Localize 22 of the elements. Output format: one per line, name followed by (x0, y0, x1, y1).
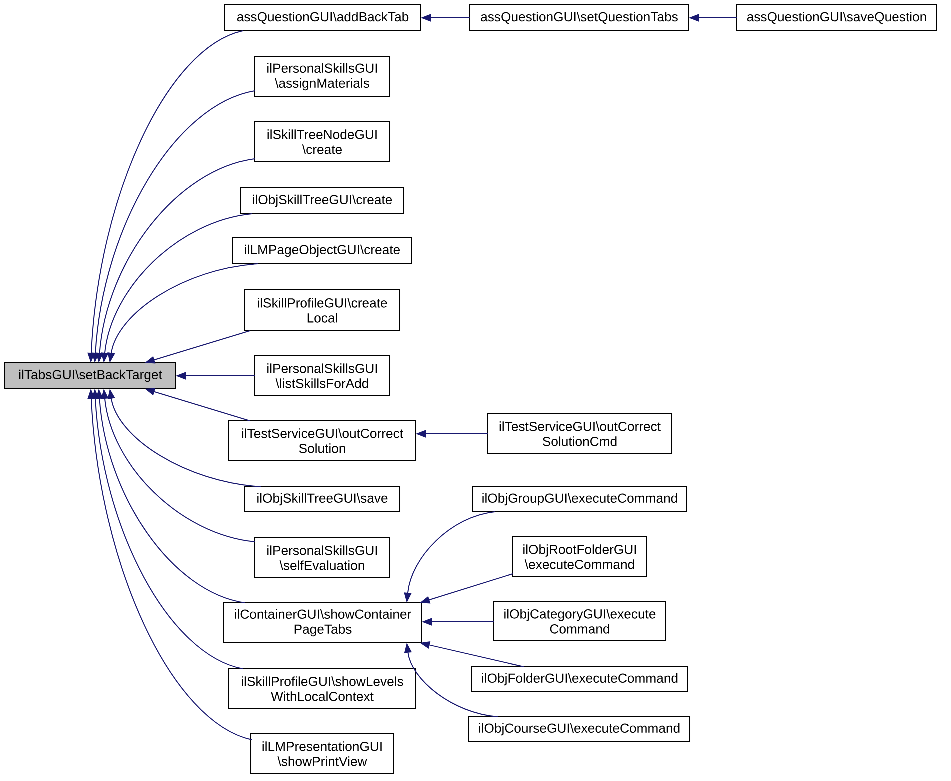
function-box: ilObjFolderGUI\executeCommand (472, 666, 688, 692)
function-box: ilPersonalSkillsGUI \listSkillsForAdd (254, 356, 390, 396)
function-box: assQuestionGUI\addBackTab (224, 4, 422, 32)
function-box: ilLMPresentationGUI \showPrintView (250, 734, 394, 774)
function-box: ilObjSkillTreeGUI\create (240, 188, 404, 214)
function-box: ilSkillProfileGUI\create Local (244, 290, 400, 332)
function-box: assQuestionGUI\setQuestionTabs (470, 4, 690, 32)
function-box: ilTestServiceGUI\outCorrect Solution (228, 420, 416, 462)
function-box: ilSkillProfileGUI\showLevels WithLocalContext (228, 668, 416, 710)
function-box: ilObjRootFolderGUI \executeCommand (512, 536, 648, 578)
highlighted-function-box: ilTabsGUI\setBackTarget (4, 362, 176, 390)
function-box: ilSkillTreeNodeGUI \create (254, 122, 390, 162)
function-box: ilPersonalSkillsGUI \assignMaterials (254, 56, 390, 98)
function-box: ilLMPageObjectGUI\create (232, 238, 412, 264)
function-box: ilObjGroupGUI\executeCommand (472, 486, 688, 512)
function-box: ilObjCourseGUI\executeCommand (468, 716, 690, 742)
function-box: ilTestServiceGUI\outCorrect SolutionCmd (488, 414, 672, 454)
function-box: ilObjSkillTreeGUI\save (244, 486, 400, 512)
function-box: ilPersonalSkillsGUI \selfEvaluation (254, 538, 390, 578)
function-box: ilContainerGUI\showContainer PageTabs (224, 602, 422, 644)
function-box: ilObjCategoryGUI\execute Command (494, 602, 666, 642)
function-box: assQuestionGUI\saveQuestion (736, 4, 938, 32)
